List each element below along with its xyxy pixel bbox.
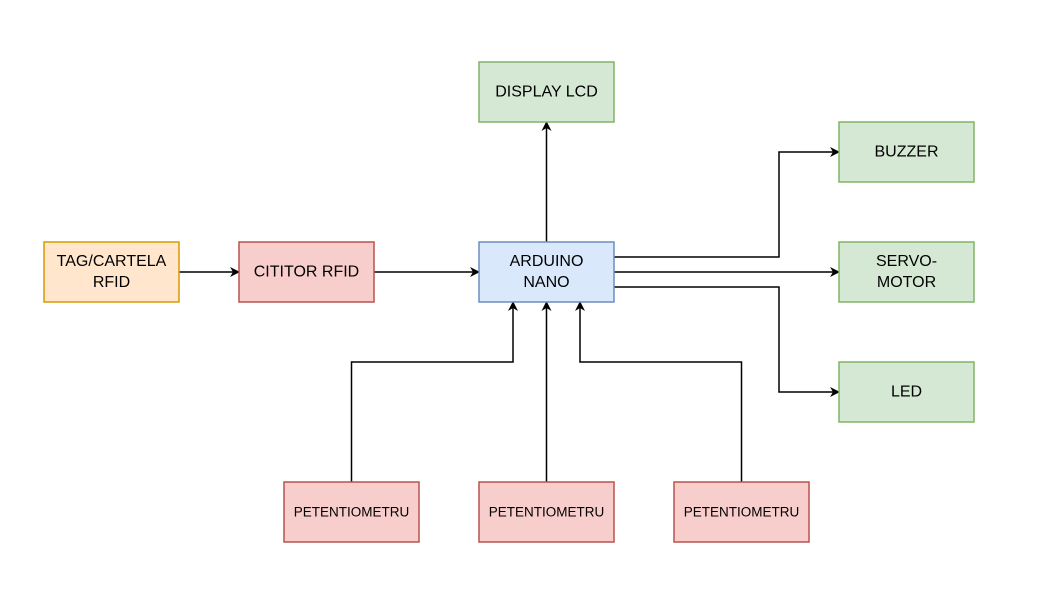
- block-label: LED: [891, 384, 922, 401]
- block-label: DISPLAY LCD: [495, 84, 598, 101]
- block-label: PETENTIOMETRU: [294, 505, 410, 520]
- block-box: [838, 241, 975, 303]
- block-box: [283, 481, 420, 543]
- block-box: [478, 61, 615, 123]
- block-box: [838, 121, 975, 183]
- block-box: [673, 481, 810, 543]
- block-label: RFID: [93, 274, 130, 291]
- connector-pot_left-to-arduino: [350, 301, 518, 482]
- buzzer-block: BUZZER: [838, 121, 975, 183]
- servo-motor-block: SERVO- MOTOR: [838, 241, 975, 303]
- rfid-tag-block: TAG/CARTELA RFID: [43, 241, 180, 303]
- block-box: [478, 241, 615, 303]
- connections: [179, 121, 840, 482]
- connector-arduino-to-buzzer: [614, 147, 840, 258]
- block-label: TAG/CARTELA: [57, 253, 167, 270]
- led-block: LED: [838, 361, 975, 423]
- block-box: [838, 361, 975, 423]
- block-label: NANO: [523, 274, 569, 291]
- potentiometer-right-block: PETENTIOMETRU: [673, 481, 810, 543]
- block-label: PETENTIOMETRU: [684, 505, 800, 520]
- potentiometer-center-block: PETENTIOMETRU: [478, 481, 615, 543]
- block-label: CITITOR RFID: [254, 264, 359, 281]
- connector-arduino-to-led: [614, 286, 840, 397]
- blocks: TAG/CARTELA RFID CITITOR RFID ARDUINO NANO DI…: [43, 61, 975, 543]
- block-box: [478, 481, 615, 543]
- potentiometer-left-block: PETENTIOMETRU: [283, 481, 420, 543]
- rfid-reader-block: CITITOR RFID: [238, 241, 375, 303]
- block-label: ARDUINO: [510, 253, 584, 270]
- block-label: SERVO-: [876, 253, 937, 270]
- display-lcd-block: DISPLAY LCD: [478, 61, 615, 123]
- block-label: BUZZER: [875, 144, 939, 161]
- connector-pot_right-to-arduino: [575, 301, 743, 482]
- block-box: [238, 241, 375, 303]
- block-box: [43, 241, 180, 303]
- block-label: PETENTIOMETRU: [489, 505, 605, 520]
- block-label: MOTOR: [877, 274, 936, 291]
- arduino-nano-block: ARDUINO NANO: [478, 241, 615, 303]
